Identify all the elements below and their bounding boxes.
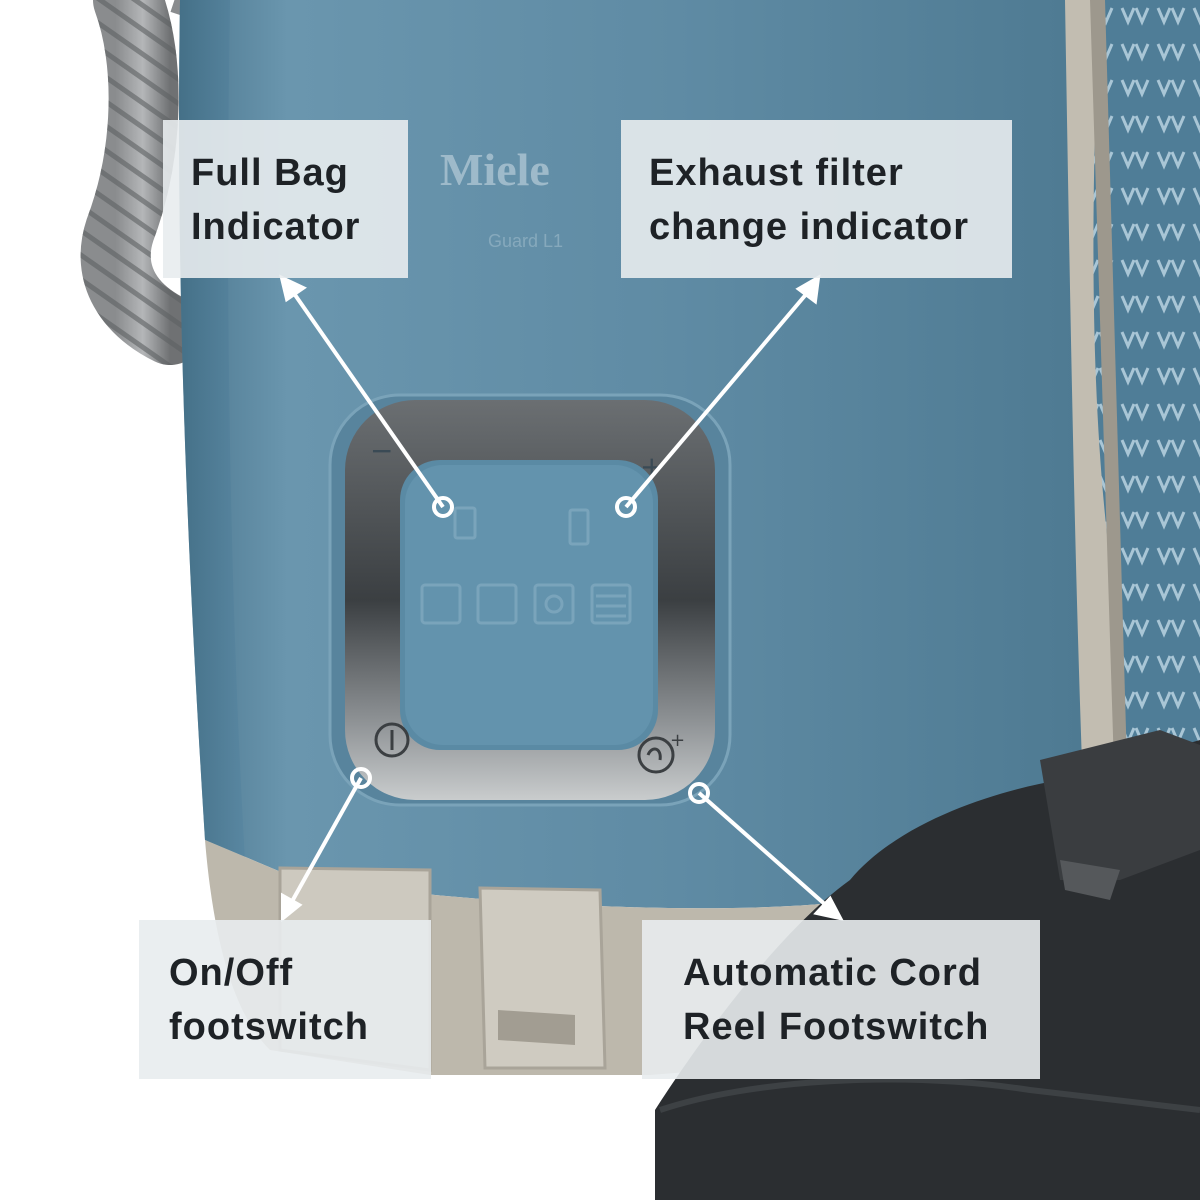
svg-text:+: + bbox=[670, 730, 685, 751]
svg-text:−: − bbox=[370, 434, 393, 467]
panel-symbols bbox=[420, 506, 632, 625]
callout-line: change indicator bbox=[649, 206, 970, 248]
callout-line: Automatic Cord bbox=[683, 952, 982, 994]
callout-line: footswitch bbox=[169, 1006, 369, 1048]
callout-full-bag-indicator: Full Bag Indicator bbox=[163, 120, 408, 278]
callout-arrows bbox=[279, 274, 844, 923]
callout-on-off-footswitch: On/Off footswitch bbox=[139, 920, 431, 1079]
callout-line: On/Off bbox=[169, 952, 294, 994]
callout-line: Reel Footswitch bbox=[683, 1006, 990, 1048]
callout-line: Indicator bbox=[191, 206, 361, 248]
brand-logo: Miele bbox=[440, 144, 550, 195]
callout-cord-reel-footswitch: Automatic Cord Reel Footswitch bbox=[642, 920, 1040, 1079]
callout-line: Exhaust filter bbox=[649, 152, 904, 194]
callout-exhaust-filter-indicator: Exhaust filter change indicator bbox=[621, 120, 1012, 278]
callout-line: Full Bag bbox=[191, 152, 349, 194]
cord-reel-icon bbox=[637, 736, 675, 774]
model-label: Guard L1 bbox=[488, 231, 563, 251]
svg-text:+: + bbox=[640, 450, 663, 483]
power-icon bbox=[374, 722, 410, 758]
